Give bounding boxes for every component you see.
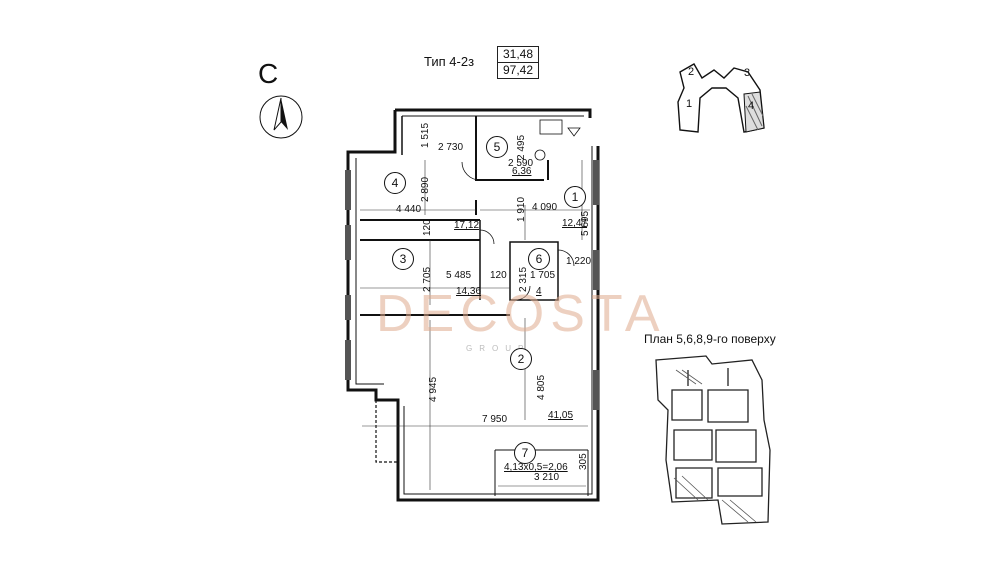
dimension-4805: 4 805 xyxy=(536,374,547,400)
room-3-area: 14,36 xyxy=(456,286,482,297)
room-3-marker: 3 xyxy=(392,248,414,270)
dimension-1705: 1 705 xyxy=(530,270,556,281)
apartment-type-label: Тип 4-2з xyxy=(424,54,475,69)
dimension-1515: 1 515 xyxy=(420,122,431,148)
total-area-value: 31,48 xyxy=(498,47,538,63)
dimension-5485: 5 485 xyxy=(446,270,472,281)
dimension-2315: 2 315 xyxy=(518,266,529,292)
watermark-logo: DECOSTA xyxy=(376,285,666,343)
key-plan-section-4: 4 xyxy=(748,100,755,112)
compass-icon xyxy=(259,95,303,139)
room-6-marker: 6 xyxy=(528,248,550,270)
building-floor-thumbnail xyxy=(655,355,771,525)
key-plan-section-3: 3 xyxy=(744,67,751,79)
dimension-1220: 1 220 xyxy=(566,256,592,267)
room-7-marker: 7 xyxy=(514,442,536,464)
key-plan xyxy=(677,63,765,133)
dimension-120b: 120 xyxy=(490,270,507,281)
dimension-2590: 2 590 xyxy=(508,158,534,169)
dimension-5695: 5 695 xyxy=(580,210,591,236)
watermark-subtitle: GROUP xyxy=(466,344,531,353)
area-box: 31,48 97,42 xyxy=(497,46,539,79)
dimension-2495: 2 495 xyxy=(516,134,527,160)
compass-north-letter: С xyxy=(258,58,279,89)
dimension-3210: 3 210 xyxy=(534,472,560,483)
dimension-4090: 4 090 xyxy=(532,202,558,213)
key-plan-section-1: 1 xyxy=(686,98,693,110)
room-7-area: 4,13x0,5=2,06 xyxy=(504,462,568,473)
dimension-7950: 7 950 xyxy=(482,414,508,425)
living-area-value: 97,42 xyxy=(502,63,534,77)
floor-plan xyxy=(345,108,600,502)
room-6-area: 4 xyxy=(536,286,542,297)
dimension-2730: 2 730 xyxy=(438,142,464,153)
dimension-2705: 2 705 xyxy=(422,266,433,292)
room-5-marker: 5 xyxy=(486,136,508,158)
dimension-1910: 1 910 xyxy=(516,196,527,222)
room-5-area: 6,36 xyxy=(512,166,532,177)
dimension-2890: 2 890 xyxy=(420,176,431,202)
room-1-marker: 1 xyxy=(564,186,586,208)
floor-plan-caption: План 5,6,8,9-го поверху xyxy=(644,332,776,346)
dimension-305: 305 xyxy=(578,453,589,470)
room-2-marker: 2 xyxy=(510,348,532,370)
room-4-area: 17,12 xyxy=(454,220,480,231)
dimension-4440: 4 440 xyxy=(396,204,422,215)
key-plan-section-2: 2 xyxy=(688,66,695,78)
dimension-4945: 4 945 xyxy=(428,376,439,402)
room-1-area: 12,47 xyxy=(562,218,588,229)
dimension-120a: 120 xyxy=(422,219,433,236)
room-2-area: 41,05 xyxy=(548,410,574,421)
room-4-marker: 4 xyxy=(384,172,406,194)
